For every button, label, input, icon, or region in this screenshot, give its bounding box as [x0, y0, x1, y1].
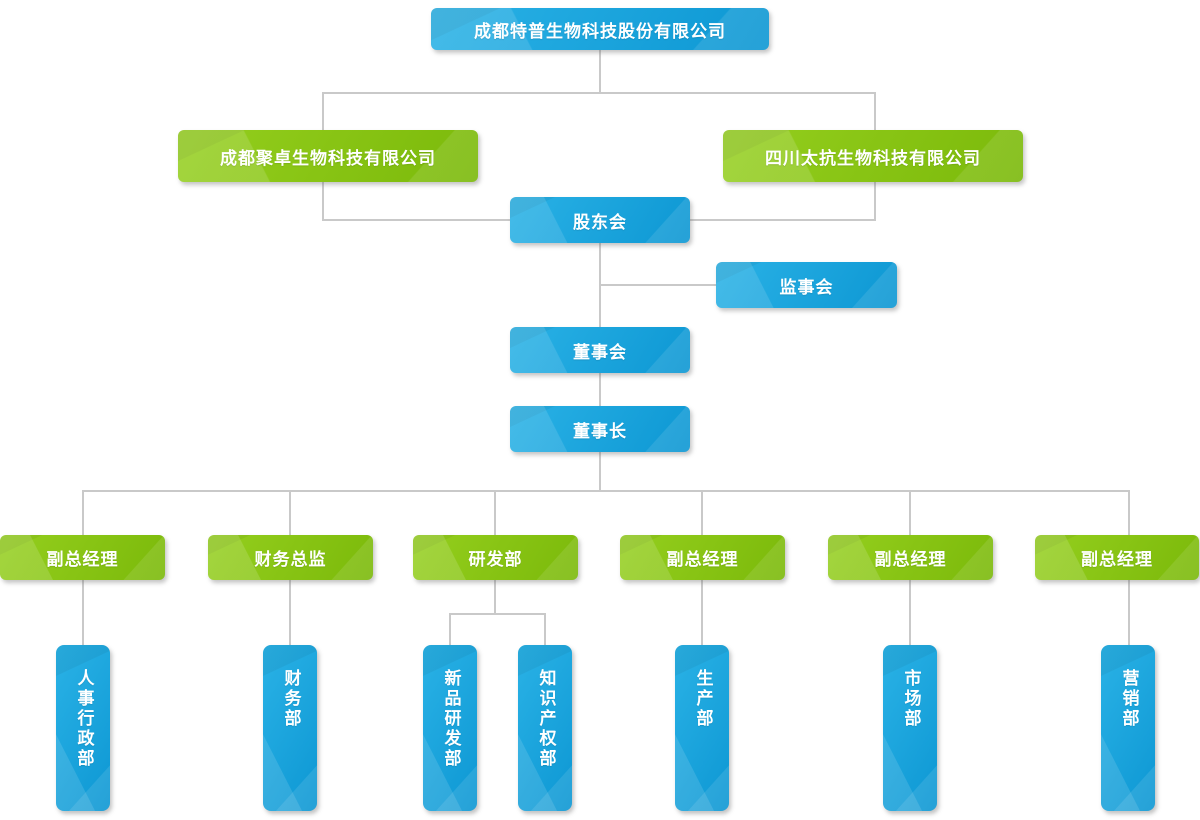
connector-line — [599, 373, 601, 408]
connector-line — [449, 613, 546, 615]
node-board-of-directors: 董事会 — [510, 327, 690, 373]
connector-line — [909, 490, 911, 536]
node-deputy-gm-1: 副总经理 — [0, 535, 165, 580]
connector-line — [82, 490, 84, 536]
connector-line — [599, 452, 601, 492]
connector-line — [599, 50, 601, 93]
node-chairman: 董事长 — [510, 406, 690, 452]
node-deputy-gm-4: 副总经理 — [1035, 535, 1199, 580]
connector-line — [289, 580, 291, 646]
connector-line — [494, 580, 496, 615]
dept-label: 市场部 — [900, 669, 921, 729]
node-subsidiary-left: 成都聚卓生物科技有限公司 — [178, 130, 478, 182]
dept-label: 人事行政部 — [73, 669, 94, 769]
dept-label: 生产部 — [692, 669, 713, 729]
dept-label: 财务部 — [280, 669, 301, 729]
connector-line — [600, 284, 717, 286]
node-finance-director: 财务总监 — [208, 535, 373, 580]
node-shareholders-meeting: 股东会 — [510, 197, 690, 243]
node-subsidiary-right: 四川太抗生物科技有限公司 — [723, 130, 1023, 182]
node-dept-intellectual-property: 知识产权部 — [518, 645, 572, 811]
node-parent-company: 成都特普生物科技股份有限公司 — [431, 8, 769, 50]
connector-line — [701, 580, 703, 646]
node-dept-finance: 财务部 — [263, 645, 317, 811]
connector-line — [544, 613, 546, 646]
connector-line — [289, 490, 291, 536]
connector-line — [82, 580, 84, 646]
node-dept-hr-admin: 人事行政部 — [56, 645, 110, 811]
connector-line — [322, 92, 876, 94]
connector-line — [599, 219, 601, 329]
connector-line — [1128, 490, 1130, 536]
node-dept-new-product-rd: 新品研发部 — [423, 645, 477, 811]
connector-line — [449, 613, 451, 646]
node-deputy-gm-3: 副总经理 — [828, 535, 993, 580]
connector-line — [494, 490, 496, 536]
node-deputy-gm-2: 副总经理 — [620, 535, 785, 580]
node-rd-department: 研发部 — [413, 535, 578, 580]
connector-line — [1128, 580, 1130, 646]
node-dept-market: 市场部 — [883, 645, 937, 811]
dept-label: 知识产权部 — [535, 669, 556, 769]
connector-line — [909, 580, 911, 646]
node-supervisory-board: 监事会 — [716, 262, 897, 308]
dept-label: 新品研发部 — [440, 669, 461, 769]
connector-line — [701, 490, 703, 536]
dept-label: 营销部 — [1118, 669, 1139, 729]
node-dept-sales: 营销部 — [1101, 645, 1155, 811]
connector-line — [82, 490, 1129, 492]
node-dept-production: 生产部 — [675, 645, 729, 811]
